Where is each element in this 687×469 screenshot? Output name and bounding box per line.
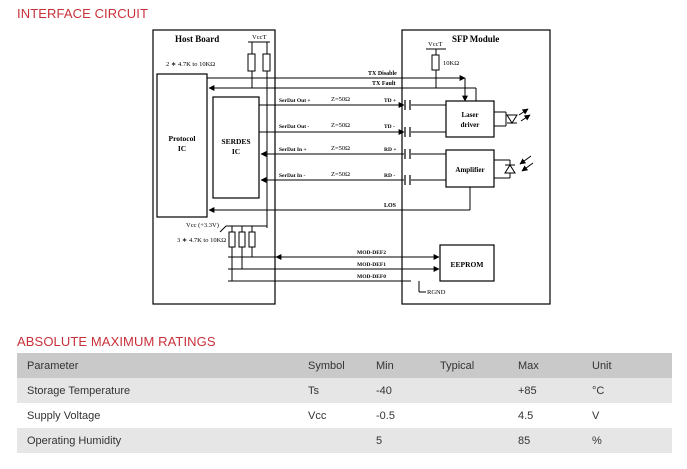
protocol-ic-label: Protocol	[169, 134, 196, 143]
serdat-out-plus-label: SerDat Out +	[279, 98, 311, 104]
laser-driver-label: Laser	[461, 111, 478, 119]
table-header-row: Parameter Symbol Min Typical Max Unit	[17, 353, 672, 378]
cell-min: -0.5	[376, 409, 395, 422]
eeprom-label: EEPROM	[451, 260, 484, 269]
module-pullup-label: 10KΩ	[443, 60, 459, 67]
header-typical: Typical	[440, 359, 475, 372]
mod-pullup-label: 3 ∗ 4.7K to 10KΩ	[177, 237, 226, 244]
sfp-module-label: SFP Module	[452, 34, 499, 44]
z-label-4: Z=50Ω	[331, 171, 350, 178]
mod-def0-label: MOD-DEF0	[357, 274, 386, 280]
tx-disable-label: TX Disable	[368, 71, 397, 77]
serdat-out-minus-label: SerDat Out -	[279, 124, 309, 130]
laser-driver-box	[445, 100, 495, 138]
cell-max: +85	[518, 384, 537, 397]
td-plus-label: TD +	[384, 98, 396, 104]
cell-min: 5	[376, 434, 383, 447]
amplifier-label: Amplifier	[455, 166, 484, 174]
mod-pullup-resistor-1	[228, 231, 236, 248]
los-label: LOS	[384, 203, 397, 209]
host-board-label: Host Board	[175, 34, 219, 44]
table-row: Supply Voltage Vcc -0.5 4.5 V	[17, 403, 672, 428]
serdes-ic-box	[212, 96, 260, 199]
cell-parameter: Operating Humidity	[27, 434, 122, 447]
sfp-module-frame	[401, 29, 551, 305]
interface-circuit-title: INTERFACE CIRCUIT	[17, 6, 148, 21]
table-row: Operating Humidity 5 85 %	[17, 428, 672, 453]
table-row: Storage Temperature Ts -40 +85 °C	[17, 378, 672, 403]
header-parameter: Parameter	[27, 359, 79, 372]
module-vcct-label: VccT	[428, 41, 442, 48]
header-symbol: Symbol	[308, 359, 345, 372]
mod-def1-label: MOD-DEF1	[357, 262, 386, 268]
host-pullup-label: 2 ∗ 4.7K to 10KΩ	[166, 61, 215, 68]
cell-max: 85	[518, 434, 531, 447]
cell-parameter: Supply Voltage	[27, 409, 101, 422]
cell-unit: °C	[592, 384, 605, 397]
header-min: Min	[376, 359, 394, 372]
vcc-33-label: Vcc (+3.3V)	[186, 222, 219, 229]
serdat-in-plus-label: SerDat In +	[279, 147, 307, 153]
tx-fault-label: TX Fault	[372, 81, 396, 87]
cell-min: -40	[376, 384, 392, 397]
td-minus-label: TD -	[384, 124, 395, 130]
z-label-2: Z=50Ω	[331, 122, 350, 129]
mod-pullup-resistor-3	[248, 231, 256, 248]
mod-pullup-resistor-2	[238, 231, 246, 248]
serdat-in-minus-label: SerDat In -	[279, 173, 305, 179]
svg-text:driver: driver	[461, 121, 480, 129]
svg-text:IC: IC	[178, 144, 186, 153]
cell-typical	[440, 428, 518, 453]
rgnd-label: RGND	[427, 289, 446, 296]
module-pullup-resistor	[431, 54, 440, 71]
cell-typical	[440, 403, 518, 428]
cell-unit: V	[592, 409, 600, 422]
svg-text:IC: IC	[232, 147, 240, 156]
ratings-title: ABSOLUTE MAXIMUM RATINGS	[17, 334, 216, 349]
ratings-table: Parameter Symbol Min Typical Max Unit St…	[17, 353, 672, 453]
rd-plus-label: RD +	[384, 147, 396, 153]
coupling-capacitors	[404, 100, 411, 185]
host-vcct-label: VccT	[252, 34, 266, 41]
protocol-ic-box	[156, 73, 208, 218]
cell-unit: %	[592, 434, 602, 447]
serdes-ic-label: SERDES	[221, 137, 250, 146]
cell-max: 4.5	[518, 409, 534, 422]
photodiode-icon	[504, 155, 534, 174]
eeprom-box	[439, 244, 495, 282]
rd-minus-label: RD -	[384, 173, 395, 179]
z-label-1: Z=50Ω	[331, 96, 350, 103]
header-max: Max	[518, 359, 539, 372]
z-label-3: Z=50Ω	[331, 145, 350, 152]
interface-circuit-diagram: Host Board SFP Module VccT 2 ∗ 4.7K to 1…	[152, 29, 551, 305]
host-board-frame	[152, 29, 276, 305]
cell-symbol: Ts	[308, 384, 319, 397]
host-pullup-resistor-1	[247, 53, 256, 72]
laser-diode-icon	[506, 108, 531, 124]
header-unit: Unit	[592, 359, 612, 372]
host-pullup-resistor-2	[262, 53, 271, 72]
cell-symbol: Vcc	[308, 409, 327, 422]
cell-parameter: Storage Temperature	[27, 384, 131, 397]
cell-symbol	[308, 428, 376, 453]
cell-typical	[440, 378, 518, 403]
mod-def2-label: MOD-DEF2	[357, 250, 386, 256]
